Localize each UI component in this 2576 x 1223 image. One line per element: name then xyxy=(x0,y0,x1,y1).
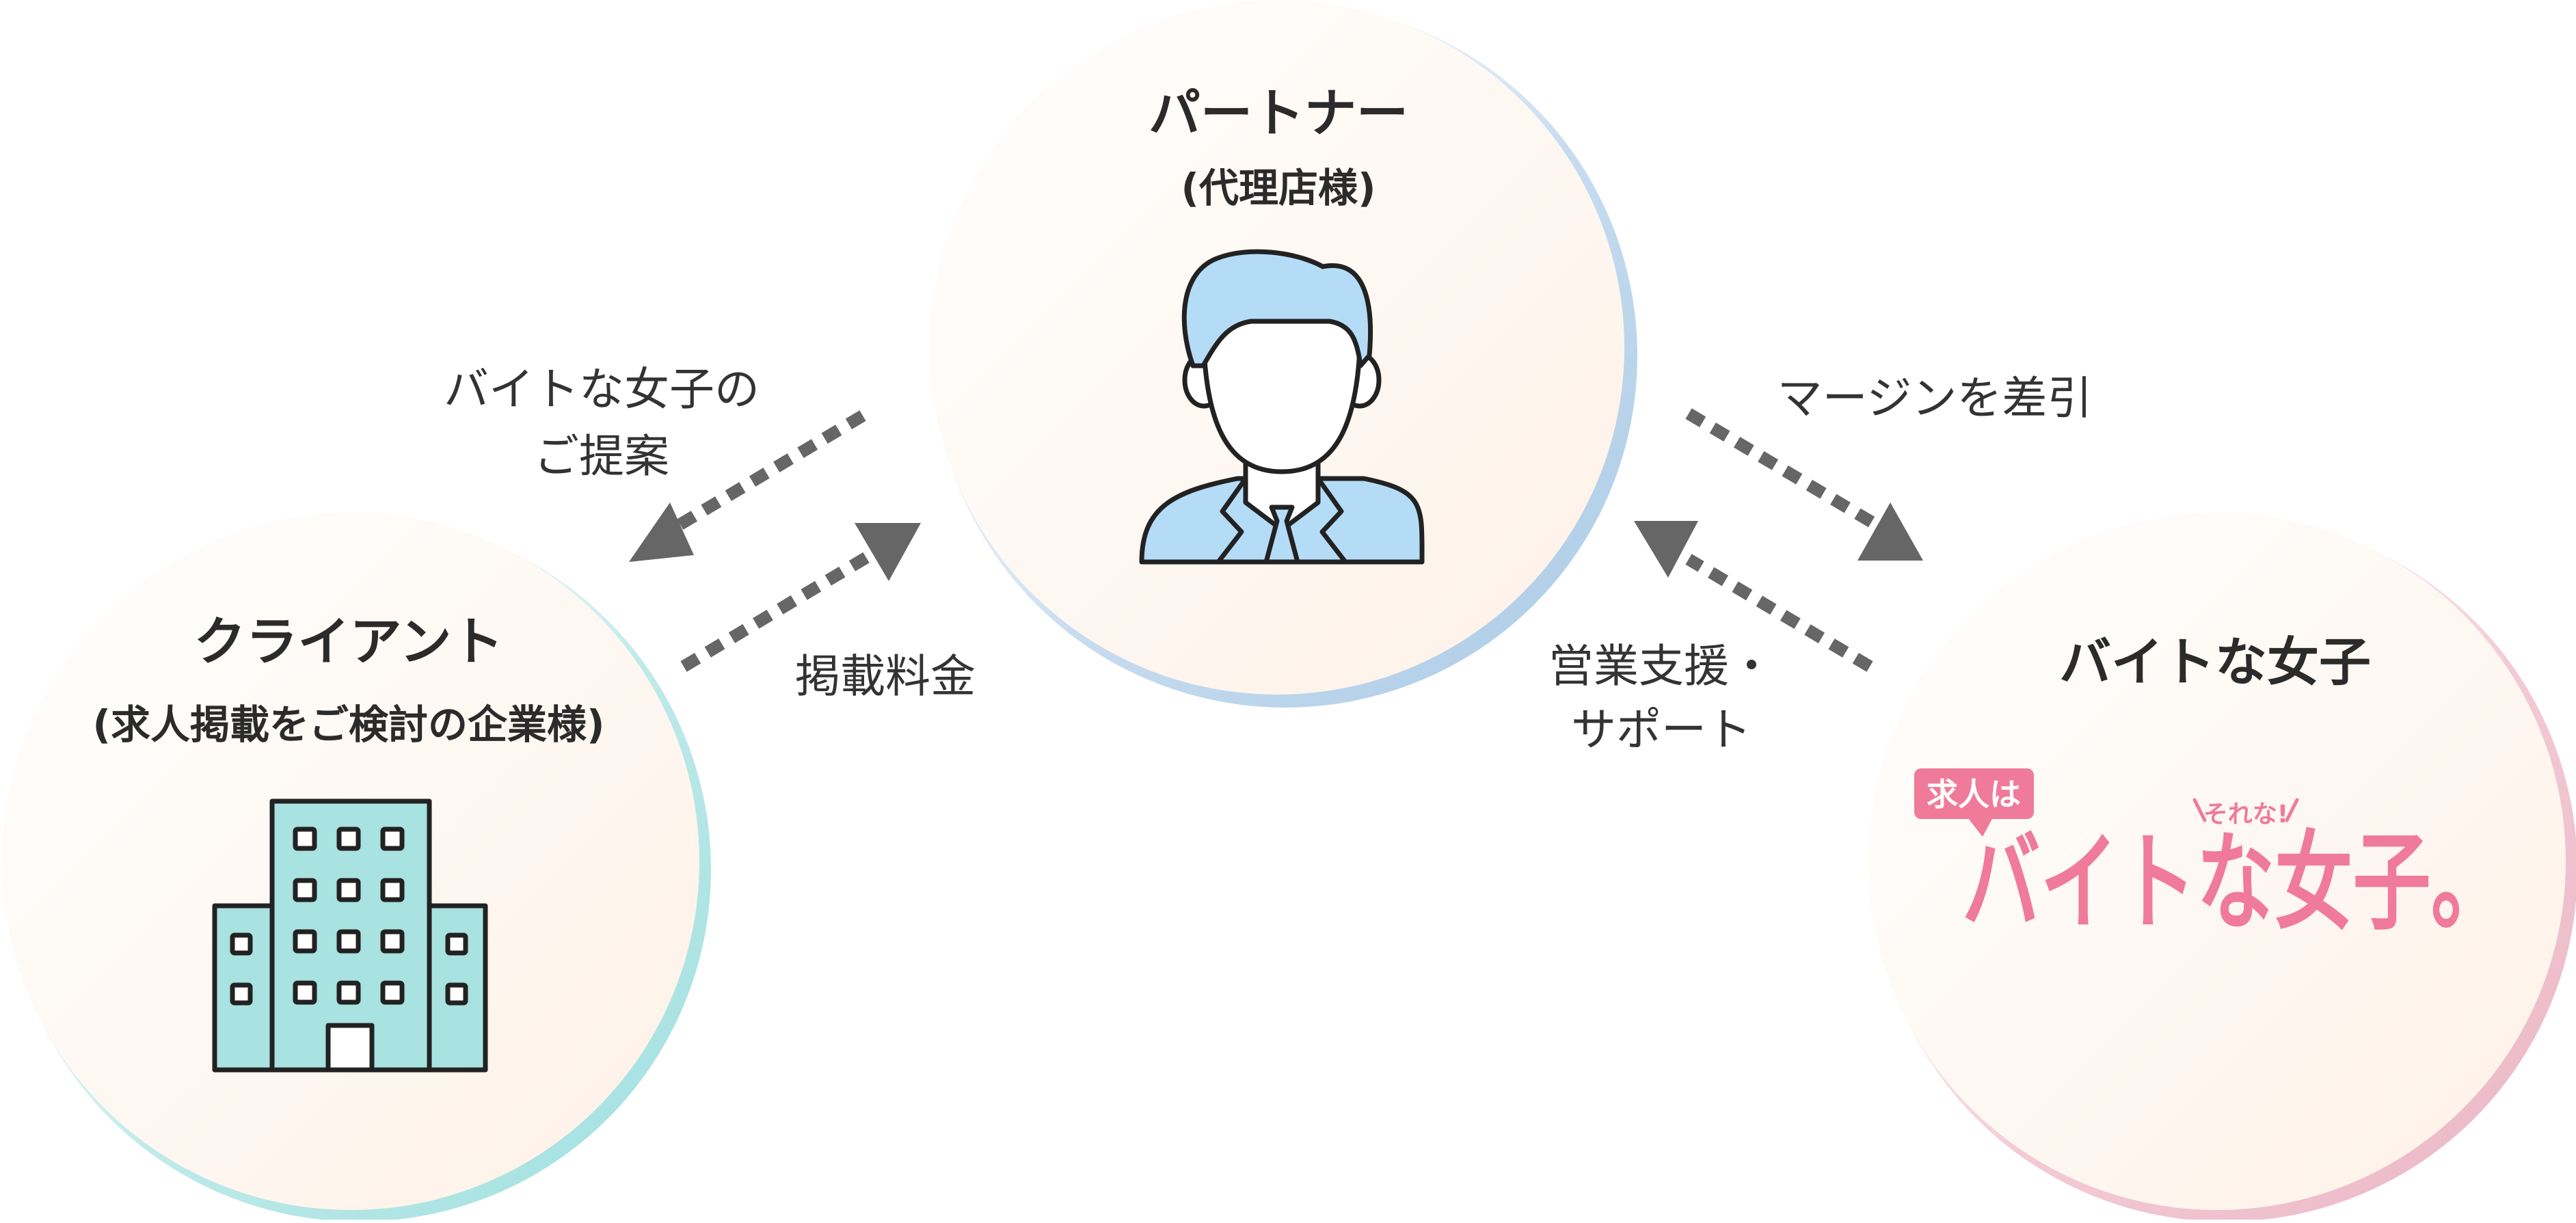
label-proposal-line1: バイトな女子の xyxy=(444,363,760,416)
logo-tag-box xyxy=(1914,768,2034,819)
label-margin: マージンを差引 xyxy=(1777,372,2093,425)
partner-subtitle: (代理店様) xyxy=(1181,165,1376,211)
logo-aside-mark-left xyxy=(2192,798,2207,822)
arrow-support-head xyxy=(1634,521,1698,578)
logo-main-text: バイトな女子。 xyxy=(1962,820,2509,945)
client-node: クライアント (求人掲載をご検討の企業様) xyxy=(2,513,711,1222)
client-title: クライアント xyxy=(194,611,504,672)
logo-aside-mark-right xyxy=(2285,798,2299,822)
baito-circle xyxy=(1868,513,2566,1210)
label-support-line1: 営業支援・ xyxy=(1548,640,1774,693)
arrow-fee-line xyxy=(680,552,870,672)
arrow-proposal-head xyxy=(629,502,694,562)
label-proposal-line2: ご提案 xyxy=(534,430,669,483)
logo-tag-pointer xyxy=(1968,818,1993,837)
baito-title: バイトな女子 xyxy=(2059,632,2371,693)
arrow-margin-line xyxy=(1685,408,1877,528)
building-icon xyxy=(212,798,488,1073)
label-fee: 掲載料金 xyxy=(795,650,976,703)
flow-arrows xyxy=(629,408,1923,672)
arrow-support-line xyxy=(1685,554,1873,672)
partner-title: パートナー xyxy=(1149,83,1408,144)
baito-logo: 求人は それな! バイトな女子。 xyxy=(1914,768,2509,945)
label-support-line2: サポート xyxy=(1571,703,1752,756)
logo-tag-text: 求人は xyxy=(1927,776,2021,813)
flow-labels: バイトな女子の ご提案 掲載料金 マージンを差引 営業支援・ サポート xyxy=(444,363,2092,756)
arrow-margin-head xyxy=(1857,502,1923,561)
arrow-proposal-line xyxy=(673,410,866,532)
partner-node: パートナー (代理店様) xyxy=(930,0,1637,708)
logo-aside-text: それな! xyxy=(2203,801,2288,829)
arrow-fee-head xyxy=(855,523,921,581)
baito-node: バイトな女子 求人は それな! バイトな女子。 xyxy=(1868,513,2576,1222)
person-icon xyxy=(1139,249,1425,565)
client-subtitle: (求人掲載をご検討の企業様) xyxy=(92,701,604,748)
